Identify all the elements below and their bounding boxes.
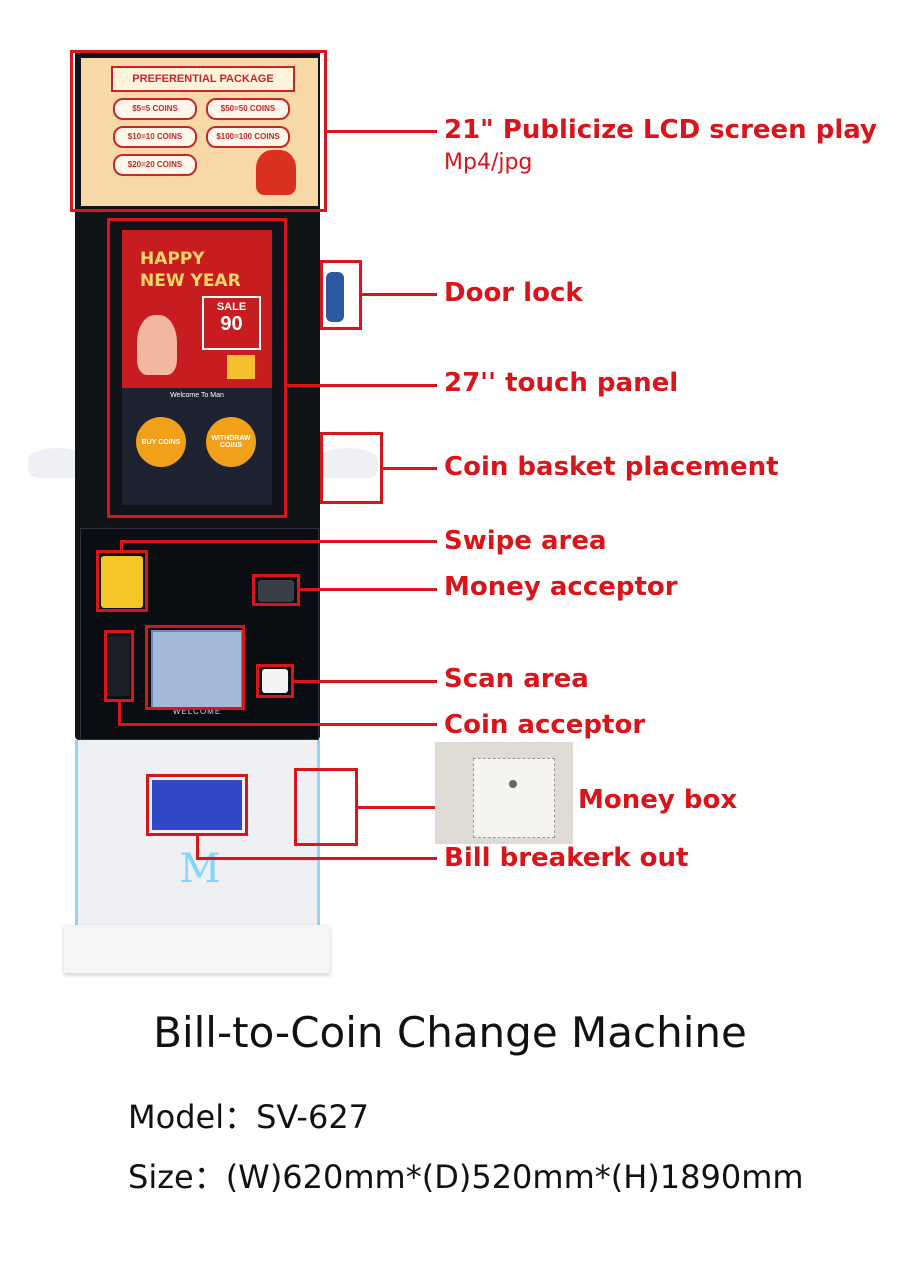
leader-bill-breaker-v bbox=[196, 836, 199, 860]
callout-coin-basket: Coin basket placement bbox=[444, 452, 779, 482]
package-pill: $5=5 COINS bbox=[113, 98, 197, 120]
callout-door-lock: Door lock bbox=[444, 278, 583, 308]
highlight-bill-breaker bbox=[146, 774, 248, 836]
leader-scan bbox=[294, 680, 437, 683]
leader-lcd bbox=[327, 130, 437, 133]
size-spec: Size：(W)620mm*(D)520mm*(H)1890mm bbox=[128, 1158, 804, 1196]
coin-acceptor-slot[interactable] bbox=[108, 636, 130, 696]
product-title: Bill-to-Coin Change Machine bbox=[153, 1008, 747, 1057]
buy-coins-button[interactable]: BUY COINS bbox=[136, 417, 186, 467]
lcd-banner: PREFERENTIAL PACKAGE bbox=[111, 66, 295, 92]
money-box-lock-icon bbox=[509, 780, 517, 788]
highlight-coin-basket bbox=[320, 432, 383, 504]
package-pill: $20=20 COINS bbox=[113, 154, 197, 176]
callout-coin-acceptor: Coin acceptor bbox=[444, 710, 646, 740]
headline-line-2: NEW YEAR bbox=[140, 271, 241, 291]
highlight-door-lock bbox=[320, 260, 362, 330]
callout-money-acceptor: Money acceptor bbox=[444, 572, 678, 602]
package-pill: $50=50 COINS bbox=[206, 98, 290, 120]
highlight-coin-window bbox=[145, 625, 245, 710]
sale-label: SALE bbox=[216, 301, 247, 313]
welcome-strip: WELCOME bbox=[172, 707, 222, 716]
dragon-mascot-icon bbox=[137, 315, 177, 375]
callout-lcd-sub: Mp4/jpg bbox=[444, 150, 533, 175]
highlight-scan bbox=[256, 664, 294, 698]
coin-window bbox=[151, 630, 243, 709]
door-lock-key-icon bbox=[326, 272, 344, 322]
brand-logo: M bbox=[179, 846, 221, 892]
lcd-screen: PREFERENTIAL PACKAGE $5=5 COINS $50=50 C… bbox=[81, 58, 318, 206]
model-spec: Model：SV-627 bbox=[128, 1098, 370, 1136]
money-box-photo bbox=[435, 742, 573, 844]
dragon-mascot-icon bbox=[256, 150, 296, 195]
withdraw-coins-button[interactable]: WITHDRAW COINS bbox=[206, 417, 256, 467]
touch-panel: HAPPY NEW YEAR SALE 90 Welcome To Man BU… bbox=[122, 230, 272, 505]
money-acceptor-slot[interactable] bbox=[258, 580, 294, 602]
machine-cabinet bbox=[75, 740, 320, 930]
panel-headline: HAPPY NEW YEAR bbox=[140, 248, 241, 292]
leader-swipe bbox=[120, 540, 437, 543]
machine-base bbox=[64, 925, 330, 973]
leader-bill-breaker bbox=[196, 857, 437, 860]
headline-line-1: HAPPY bbox=[140, 249, 205, 269]
package-pill: $100=100 COINS bbox=[206, 126, 290, 148]
leader-money-acceptor bbox=[300, 588, 437, 591]
leader-coin-acceptor bbox=[118, 723, 437, 726]
swipe-reader[interactable] bbox=[101, 556, 143, 608]
callout-lcd: 21" Publicize LCD screen play bbox=[444, 115, 877, 145]
highlight-touch-panel bbox=[107, 218, 287, 518]
callout-scan: Scan area bbox=[444, 664, 589, 694]
callout-swipe: Swipe area bbox=[444, 526, 607, 556]
welcome-text: Welcome To Man bbox=[170, 392, 224, 399]
leader-swipe-v bbox=[120, 540, 123, 552]
highlight-lcd bbox=[70, 50, 327, 212]
scan-area-window[interactable] bbox=[262, 669, 288, 693]
callout-touch-panel: 27'' touch panel bbox=[444, 368, 679, 398]
leader-door-lock bbox=[362, 293, 437, 296]
highlight-coin-acceptor bbox=[104, 630, 134, 702]
leader-coin-basket bbox=[383, 467, 437, 470]
leader-money-box bbox=[358, 806, 435, 809]
gift-box-icon bbox=[227, 355, 255, 379]
leader-touch-panel bbox=[287, 384, 437, 387]
coin-basket-right bbox=[318, 448, 378, 478]
highlight-swipe bbox=[96, 550, 148, 612]
callout-money-box: Money box bbox=[578, 785, 738, 815]
money-box-door bbox=[473, 758, 555, 838]
panel-promo: HAPPY NEW YEAR SALE 90 bbox=[122, 230, 272, 388]
sale-badge: SALE 90 bbox=[202, 296, 261, 350]
sale-value: 90 bbox=[220, 313, 243, 335]
callout-bill-breaker: Bill breakerk out bbox=[444, 843, 689, 873]
highlight-money-box bbox=[294, 768, 358, 846]
leader-coin-acceptor-v bbox=[118, 702, 121, 726]
package-pill: $10=10 COINS bbox=[113, 126, 197, 148]
bill-breaker-outlet[interactable] bbox=[152, 780, 242, 830]
highlight-money-acceptor bbox=[252, 574, 300, 606]
